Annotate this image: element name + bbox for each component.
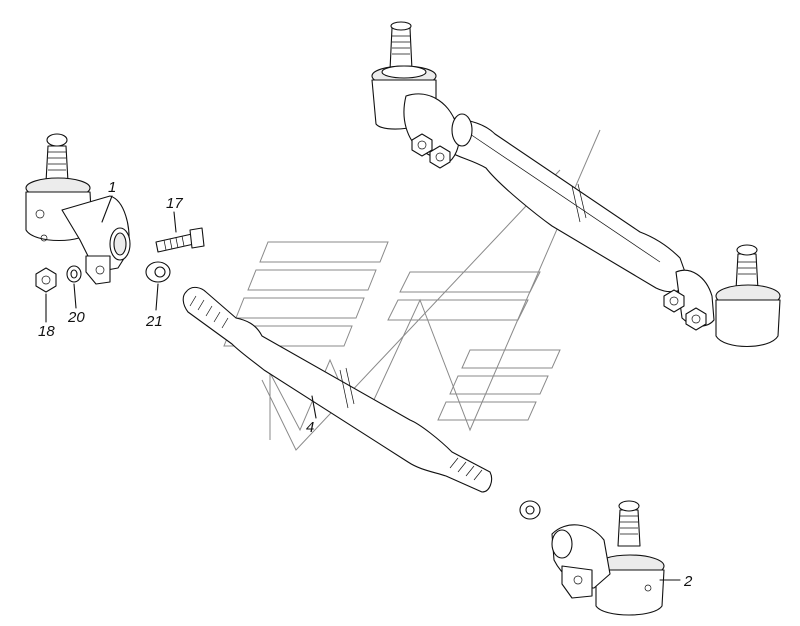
nut-18: [35, 267, 57, 293]
callout-21: 21: [145, 313, 163, 330]
callout-17: 17: [166, 195, 183, 212]
callout-1: 1: [108, 179, 116, 196]
leader-20: [73, 283, 77, 309]
callout-4: 4: [306, 419, 314, 436]
callout-20: 20: [67, 309, 85, 326]
leader-lines: [45, 195, 681, 581]
leader-1: [101, 195, 113, 223]
callouts: 1 2 4 17 18 20 21: [38, 179, 693, 590]
bolt-17: [155, 227, 205, 253]
tie-rod-4: [182, 286, 541, 520]
tie-rod-tube: [449, 117, 691, 293]
callout-18: 18: [38, 323, 55, 340]
washer-20: [66, 265, 82, 283]
callout-2: 2: [683, 573, 693, 590]
tie-rod-end-1: [25, 133, 131, 285]
leader-21: [155, 283, 159, 311]
washer-21: [145, 261, 171, 283]
tie-rod-assembly: [371, 21, 781, 347]
ball-stud-top-left: [389, 27, 413, 71]
nut-top-left: [411, 133, 433, 157]
tie-rod-end-2: [551, 500, 665, 616]
leader-4: [311, 395, 317, 419]
nut-right: [663, 289, 685, 313]
leader-17: [173, 211, 177, 233]
